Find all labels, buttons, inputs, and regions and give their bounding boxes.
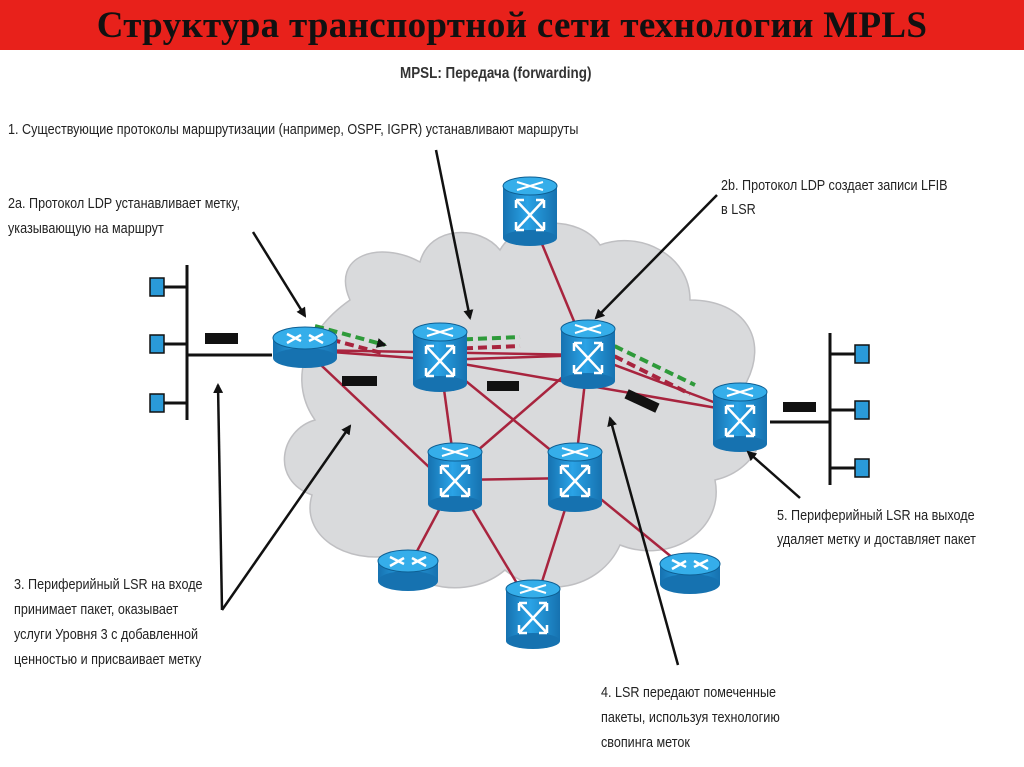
packet-icon xyxy=(342,376,377,386)
network-cloud xyxy=(283,222,764,589)
callout-arrows xyxy=(213,149,801,666)
lsr-switch-icon xyxy=(412,322,468,392)
annotation-4-line1: 4. LSR передают помеченные xyxy=(601,684,777,701)
packet-icon xyxy=(205,333,238,344)
arrow-5 xyxy=(746,450,801,499)
annotation-2a-line1: 2a. Протокол LDP устанавливает метку, xyxy=(8,195,240,212)
annotation-3-line2: принимает пакет, оказывает xyxy=(14,601,179,618)
router-icon xyxy=(272,326,338,368)
packet-icon xyxy=(624,389,660,413)
annotation-3-line4: ценностью и присваивает метку xyxy=(14,651,202,668)
host-icon xyxy=(854,400,870,420)
host-icon xyxy=(149,334,165,354)
arrow-3a xyxy=(213,383,224,611)
arrow-4 xyxy=(607,416,680,666)
host-icon xyxy=(854,458,870,478)
arrow-1 xyxy=(434,149,474,320)
page-title: Структура транспортной сети технологии M… xyxy=(96,5,928,46)
diagram-subtitle: MPSL: Передача (forwarding) xyxy=(400,65,592,82)
ldp-label-arrows xyxy=(314,324,696,396)
lsr-switch-icon xyxy=(712,382,768,452)
router-icon xyxy=(377,549,439,591)
arrow-2b xyxy=(594,194,718,320)
lsr-switch-icon xyxy=(502,176,558,246)
arrow-2a xyxy=(251,231,307,318)
egress-hosts xyxy=(770,333,870,485)
host-icon xyxy=(149,393,165,413)
ingress-hosts xyxy=(149,265,272,420)
annotation-2b-line1: 2b. Протокол LDP создает записи LFIB xyxy=(721,177,948,194)
arrow-3b xyxy=(220,424,352,611)
title-bar xyxy=(0,0,1024,50)
annotation-3-line1: 3. Периферийный LSR на входе xyxy=(14,576,203,593)
annotation-4-line2: пакеты, используя технологию xyxy=(601,709,780,726)
packets xyxy=(205,333,816,413)
lsr-switch-icon xyxy=(505,579,561,649)
lsr-switch-icon xyxy=(560,319,616,389)
packet-icon xyxy=(783,402,816,412)
annotation-2b-line2: в LSR xyxy=(721,201,756,218)
lsr-switch-icon xyxy=(427,442,483,512)
lsr-switch-icon xyxy=(547,442,603,512)
annotation-5-line1: 5. Периферийный LSR на выходе xyxy=(777,507,975,524)
host-icon xyxy=(149,277,165,297)
annotation-1: 1. Существующие протоколы маршрутизации … xyxy=(8,121,579,138)
router-icon xyxy=(659,552,721,594)
annotation-5-line2: удаляет метку и доставляет пакет xyxy=(777,531,976,548)
annotation-3-line3: услуги Уровня 3 с добавленной xyxy=(14,626,199,643)
annotation-2a-line2: указывающую на маршрут xyxy=(8,220,164,237)
host-icon xyxy=(854,344,870,364)
packet-icon xyxy=(487,381,519,391)
annotation-4-line3: свопинга меток xyxy=(601,734,690,751)
